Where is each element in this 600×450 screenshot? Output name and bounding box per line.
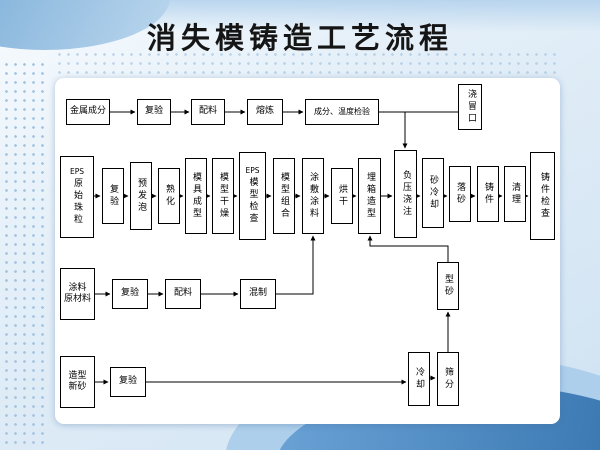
slide-title: 消失模铸造工艺流程 <box>146 21 453 55</box>
flow-node-mixing: 混制 <box>240 279 276 309</box>
node-label-prefix: EPS <box>245 165 260 175</box>
flowchart-panel <box>55 78 560 424</box>
flow-node-casting: 铸件 <box>477 166 499 222</box>
flow-node-recheck-coating: 复验 <box>112 279 148 309</box>
flow-node-new-molding-sand: 造型 新砂 <box>60 356 95 408</box>
flow-node-molding-sand: 型砂 <box>437 262 459 310</box>
flow-node-batching-metal: 配料 <box>191 99 225 125</box>
node-label-prefix: EPS <box>69 166 85 176</box>
flow-node-gating-riser: 浇冒口 <box>458 84 482 130</box>
flow-node-recheck-sand: 复验 <box>110 367 146 397</box>
background-dots-top <box>55 50 560 74</box>
background-dots-left <box>2 60 48 446</box>
node-label: 模型检查 <box>247 177 258 226</box>
flow-node-casting-inspection: 铸件检查 <box>530 152 555 240</box>
flow-node-sand-cooling: 砂冷却 <box>422 158 444 228</box>
flow-node-composition-temperature-inspection: 成分、温度检验 <box>305 99 379 125</box>
flow-node-pre-expansion: 预发泡 <box>130 162 152 230</box>
flow-node-batching-coating: 配料 <box>165 279 201 309</box>
flow-node-eps-raw-beads: EPS 原始珠粒 <box>60 156 94 238</box>
flow-node-melting: 熔炼 <box>247 99 283 125</box>
flow-node-pattern-drying: 模型干燥 <box>212 158 234 234</box>
flow-node-eps-pattern-inspection: EPS 模型检查 <box>239 152 266 240</box>
flow-node-mold-forming: 模具成型 <box>185 158 207 234</box>
node-label: 原始珠粒 <box>72 178 82 227</box>
flow-node-vacuum-pouring: 负压浇注 <box>394 150 417 238</box>
flow-node-flask-molding: 埋箱造型 <box>358 158 381 234</box>
flow-node-coating-application: 涂敷涂料 <box>302 158 324 234</box>
flow-node-recheck-eps: 复验 <box>102 168 124 224</box>
flow-node-recheck-metal: 复验 <box>137 99 171 125</box>
flow-node-screening: 筛分 <box>437 352 459 406</box>
flow-node-coating-raw-material: 涂料 原材料 <box>60 268 95 320</box>
flow-node-cooling: 冷却 <box>408 352 430 406</box>
flow-node-shakeout: 落砂 <box>449 166 471 222</box>
flow-node-metal-composition: 金属成分 <box>66 99 110 125</box>
flow-node-pattern-assembly: 模型组合 <box>273 158 295 234</box>
flow-node-curing: 熟化 <box>158 168 180 224</box>
flow-node-drying-oven: 烘干 <box>331 168 353 224</box>
flow-node-cleaning: 清理 <box>504 166 526 222</box>
